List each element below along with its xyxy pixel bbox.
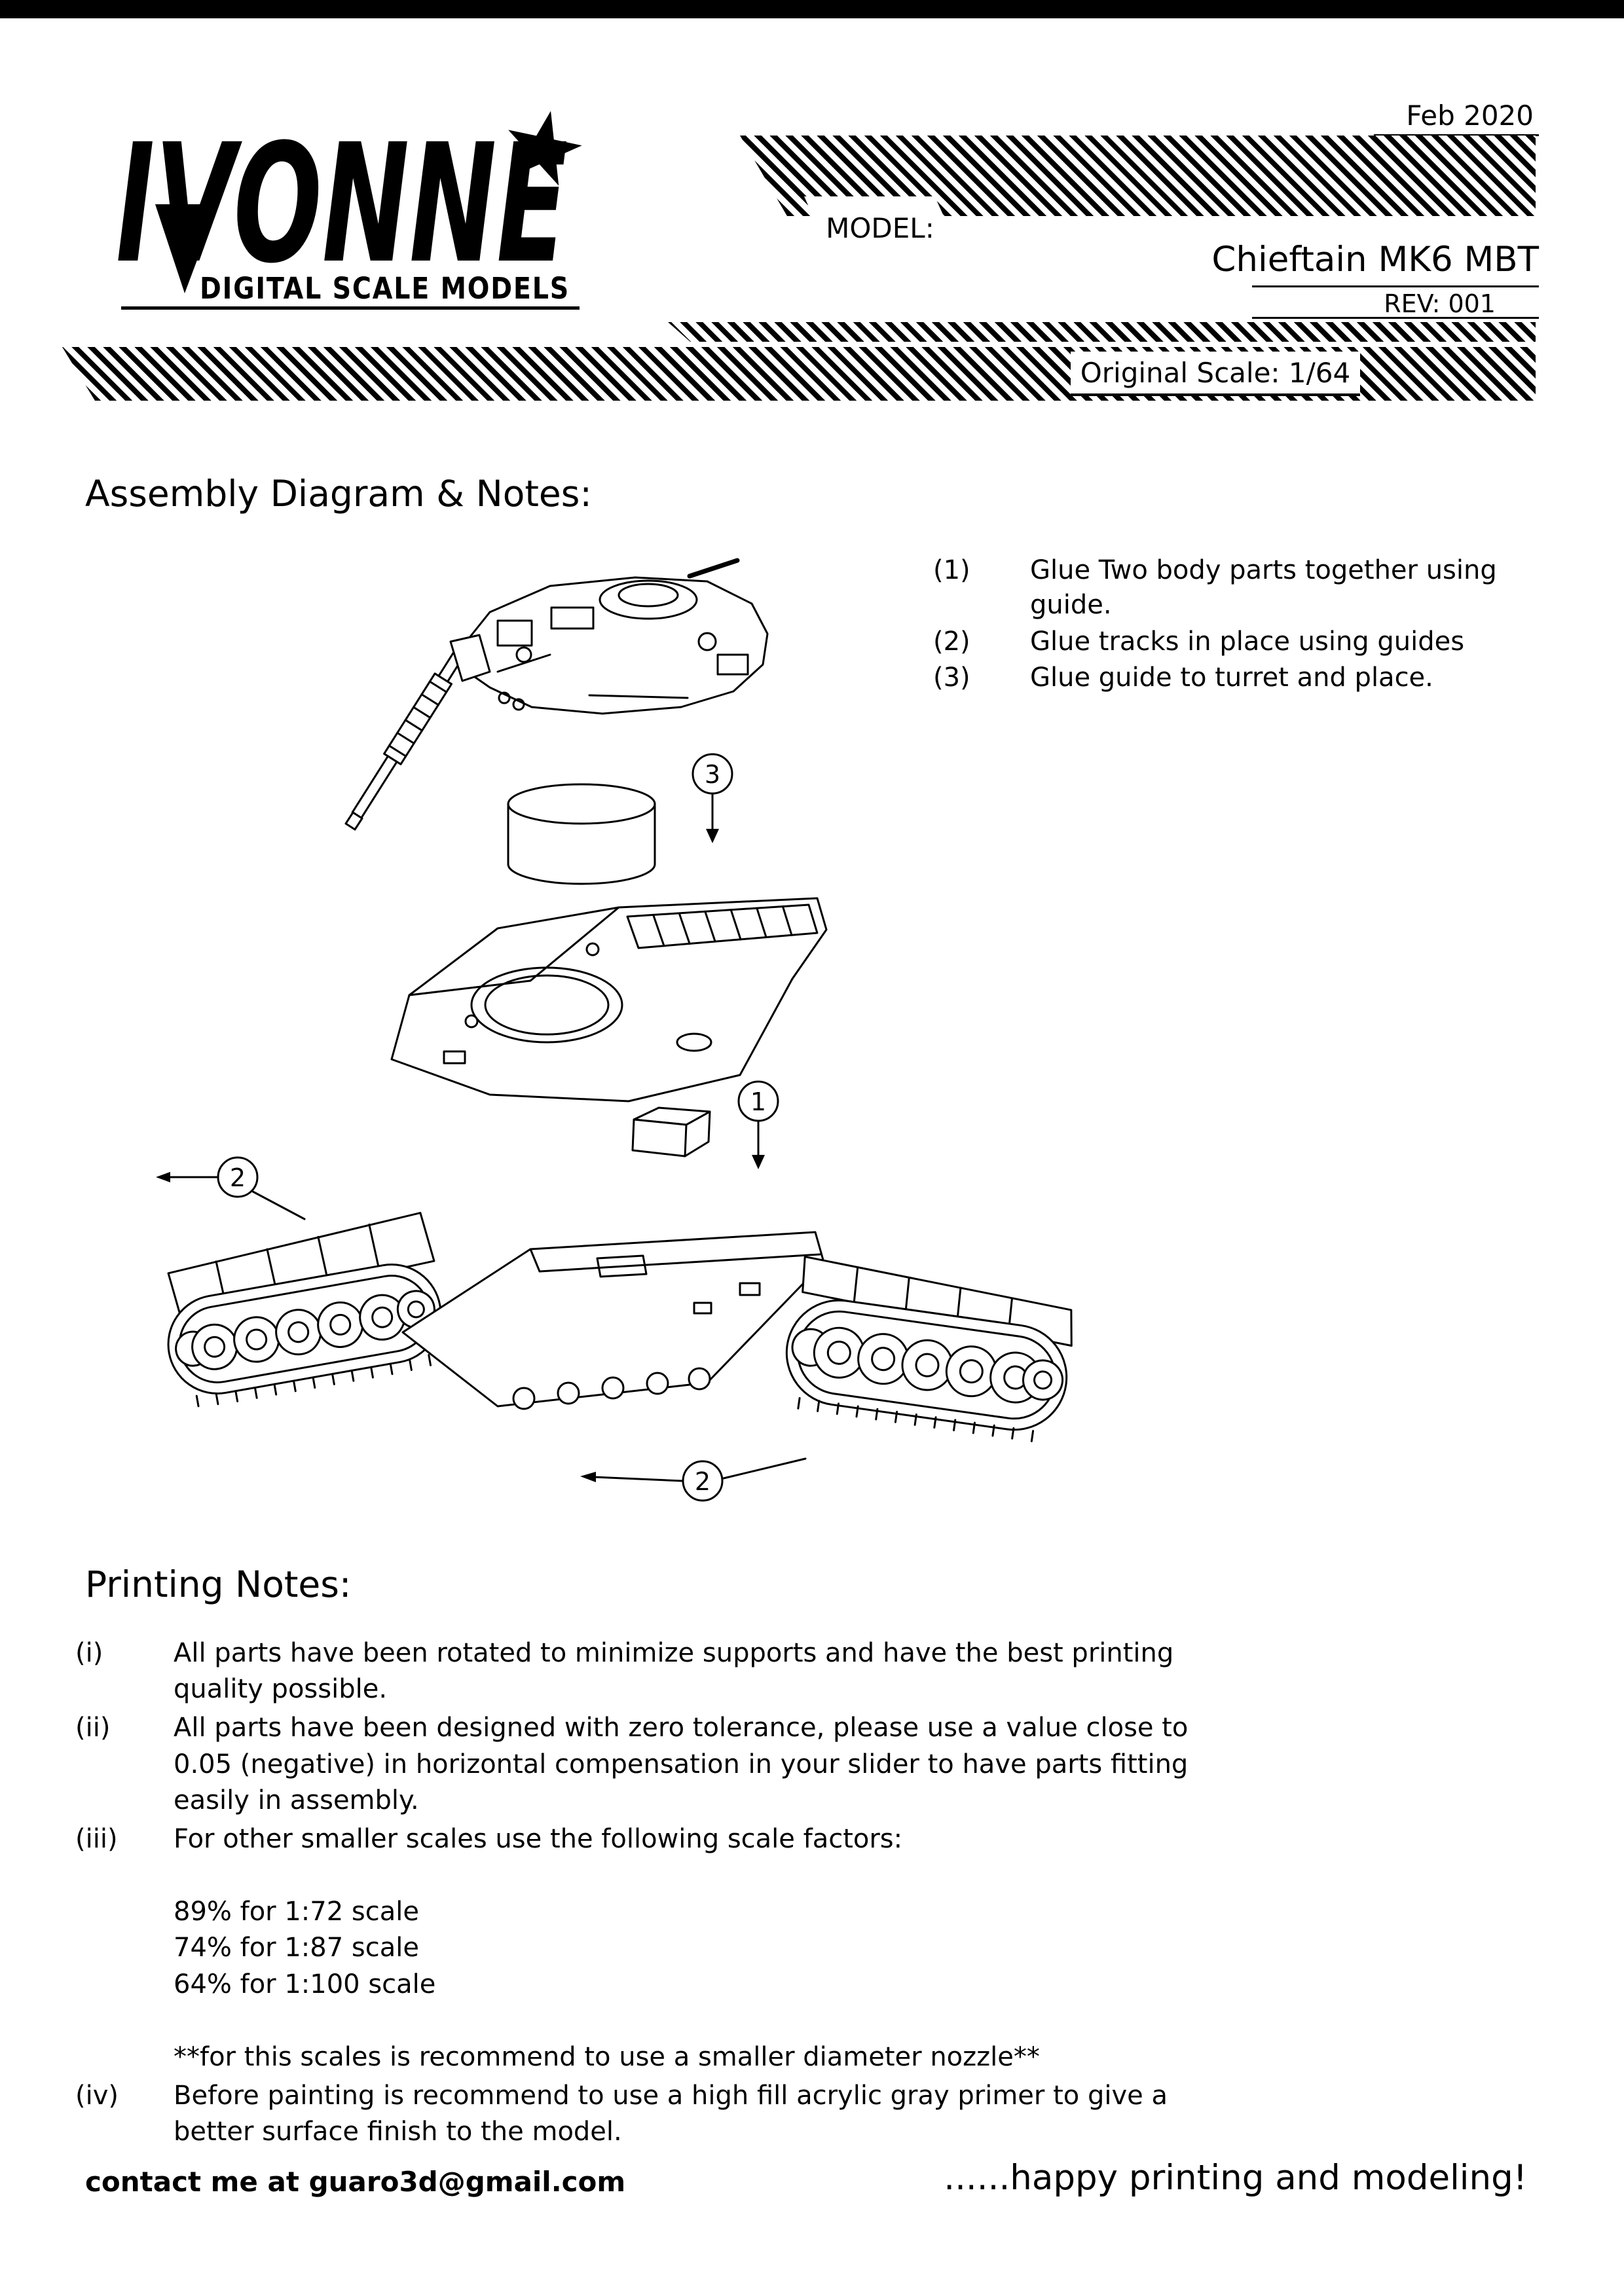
assembly-note: (3) Glue guide to turret and place. [933,661,1542,695]
right-track-part [785,1256,1073,1442]
revision-rule-bottom [1252,317,1539,319]
closing-tagline: ......happy printing and modeling! [944,2158,1527,2198]
guide-box-part [631,1106,711,1157]
printing-note: (iv) Before painting is recommend to use… [75,2078,1247,2150]
assembly-heading: Assembly Diagram & Notes: [85,473,592,515]
assembly-notes-list: (1) Glue Two body parts together using g… [933,553,1542,697]
printing-notes-list: (i) All parts have been rotated to minim… [75,1635,1247,2153]
revision: REV: 001 [1384,289,1496,318]
callout-2-bottom: 2 [580,1457,807,1502]
note-text: Glue tracks in place using guides [1030,626,1465,657]
callout-1-number: 1 [750,1087,766,1116]
printing-note: (iii) For other smaller scales use the f… [75,1821,1247,1857]
logo-v-tail [155,204,218,293]
note-text: All parts have been designed with zero t… [174,1713,1189,1815]
printing-heading: Printing Notes: [85,1563,352,1605]
document-date: Feb 2020 [1406,100,1534,132]
note-number: (i) [75,1638,103,1668]
callout-2-number: 2 [695,1467,710,1496]
callout-3-number: 3 [705,760,720,789]
callout-2-left: 2 [156,1156,306,1220]
left-track-part [167,1212,442,1408]
note-text: Glue guide to turret and place. [1030,663,1433,693]
brand-tagline: DIGITAL SCALE MODELS [200,271,570,306]
note-number: (2) [933,626,970,657]
model-label: MODEL: [804,196,956,244]
printing-note: (i) All parts have been rotated to minim… [75,1635,1247,1707]
scale-factor: 74% for 1:87 scale [174,1933,419,1963]
scale-factor: 89% for 1:72 scale [174,1897,419,1927]
upper-hull-part [390,897,828,1102]
model-name: Chieftain MK6 MBT [1211,240,1539,280]
note-number: (3) [933,663,970,693]
note-text: For other smaller scales use the followi… [174,1823,903,1854]
note-number: (ii) [75,1713,111,1743]
note-text: All parts have been rotated to minimize … [174,1638,1174,1705]
note-number: (iv) [75,2080,119,2111]
assembly-note: (1) Glue Two body parts together using g… [933,553,1542,623]
lower-hull-part [401,1231,825,1410]
logo-underline [121,306,580,310]
original-scale: Original Scale: 1/64 [1071,352,1360,396]
revision-rule-top [1252,285,1539,287]
note-number: (1) [933,555,970,585]
scale-factor: 64% for 1:100 scale [174,1969,436,1999]
turret-part [344,558,769,831]
nozzle-note: **for this scales is recommend to use a … [174,2041,1040,2072]
assembly-note: (2) Glue tracks in place using guides [933,625,1542,659]
contact-email: contact me at guaro3d@gmail.com [85,2166,626,2198]
callout-3: 3 [692,753,733,843]
assembly-diagram: 3 [156,558,1073,1502]
note-number: (iii) [75,1823,118,1854]
hatch-band-thin [668,322,1536,342]
top-border-bar [0,0,1624,18]
callout-2-number: 2 [230,1163,246,1192]
printing-note: (ii) All parts have been designed with z… [75,1710,1247,1819]
note-text: Glue Two body parts together using guide… [1030,555,1497,620]
star-icon: ★ [488,83,598,213]
guide-cylinder-part [507,783,656,885]
scale-factor-list: 89% for 1:72 scale 74% for 1:87 scale 64… [174,1894,1247,2003]
note-text: Before painting is recommend to use a hi… [174,2080,1168,2147]
date-underline [1374,134,1539,136]
callout-1: 1 [737,1080,779,1169]
brand-logo: IVONNE ★ DIGITAL SCALE MODELS [116,83,598,310]
